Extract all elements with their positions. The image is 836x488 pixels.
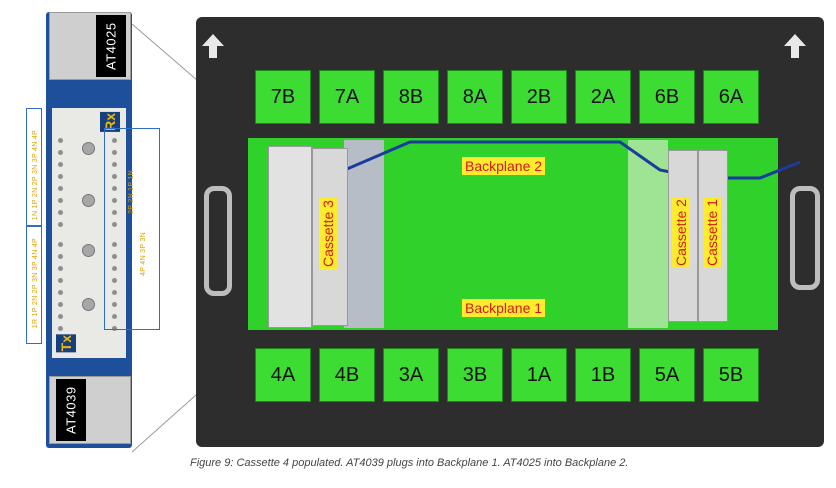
port-7a: 7A xyxy=(319,70,375,124)
port-4b: 4B xyxy=(319,348,375,402)
cassette-4 xyxy=(268,146,312,328)
port-2a: 2A xyxy=(575,70,631,124)
at4025-module: AT4025 xyxy=(49,12,131,80)
figure-caption: Figure 9: Cassette 4 populated. AT4039 p… xyxy=(0,457,836,469)
port-1a: 1A xyxy=(511,348,567,402)
pin-bracket-left-lower xyxy=(26,226,42,344)
cassette-3-label: Cassette 3 xyxy=(319,198,337,270)
cassette-1-label: Cassette 1 xyxy=(703,198,721,268)
port-6a: 6A xyxy=(703,70,759,124)
cassette-detail-panel: AT4025 AT4039 Rx Tx xyxy=(46,12,132,448)
figure-caption-text: Figure 9: Cassette 4 populated. AT4039 p… xyxy=(190,457,629,469)
port-2b: 2B xyxy=(511,70,567,124)
port-5a: 5A xyxy=(639,348,695,402)
empty-slot-region xyxy=(344,140,384,328)
left-handle xyxy=(204,186,232,296)
port-5b: 5B xyxy=(703,348,759,402)
pin-bracket-right xyxy=(104,128,160,330)
pin-grid xyxy=(46,12,132,448)
port-7b: 7B xyxy=(255,70,311,124)
port-6b: 6B xyxy=(639,70,695,124)
backplane-2-label: Backplane 2 xyxy=(462,157,546,175)
port-4a: 4A xyxy=(255,348,311,402)
port-3b: 3B xyxy=(447,348,503,402)
up-arrow-stem xyxy=(209,46,217,58)
port-1b: 1B xyxy=(575,348,631,402)
backplane-1-label: Backplane 1 xyxy=(462,299,546,317)
up-arrow-icon xyxy=(202,34,224,46)
pin-bracket-left-upper xyxy=(26,108,42,226)
port-8b: 8B xyxy=(383,70,439,124)
right-handle xyxy=(790,186,820,290)
cassette-2-label: Cassette 2 xyxy=(672,198,690,268)
port-8a: 8A xyxy=(447,70,503,124)
port-3a: 3A xyxy=(383,348,439,402)
at4039-module: AT4039 xyxy=(49,376,131,444)
up-arrow-stem xyxy=(791,46,799,58)
up-arrow-icon xyxy=(784,34,806,46)
